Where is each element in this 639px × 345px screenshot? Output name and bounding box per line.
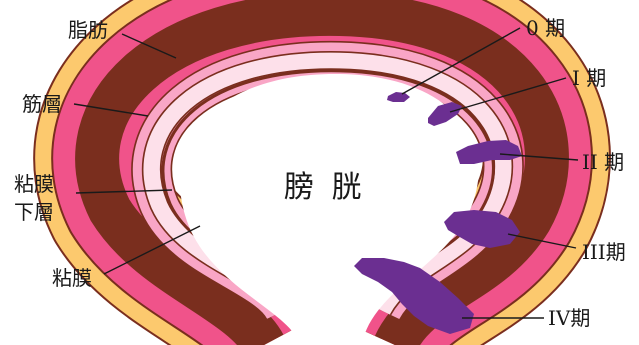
leader-mucosa <box>103 225 201 275</box>
submucosa-label-line2: 下層 <box>14 200 54 224</box>
fat-label: 脂肪 <box>68 18 108 42</box>
bladder-label: 膀 胱 <box>284 170 366 205</box>
stage-3-label: III期 <box>582 240 626 264</box>
muscle-label: 筋層 <box>22 92 62 116</box>
stage-0-label: 0 期 <box>526 16 566 40</box>
tumor-stage-0 <box>387 92 410 102</box>
leader-stage-1 <box>449 77 567 113</box>
tumor-stage-3 <box>444 210 520 248</box>
leader-muscle <box>73 103 149 117</box>
leader-submucosa <box>75 189 173 194</box>
leader-fat <box>121 33 177 59</box>
tumor-stage-2 <box>456 140 522 164</box>
leader-stage-0 <box>401 27 521 95</box>
stage-2-label: II 期 <box>582 150 625 174</box>
stage-1-label: I 期 <box>572 66 607 90</box>
leader-stage-2 <box>499 153 579 161</box>
submucosa-layer <box>75 0 569 345</box>
tumor-stage-1 <box>428 102 462 126</box>
mucosa-label: 粘膜 <box>52 266 92 290</box>
tumor-stage-4 <box>354 258 474 334</box>
stage-4-label: IV期 <box>548 306 591 330</box>
submucosa-label-line1: 粘膜 <box>14 172 54 196</box>
leader-stage-3 <box>507 233 577 249</box>
